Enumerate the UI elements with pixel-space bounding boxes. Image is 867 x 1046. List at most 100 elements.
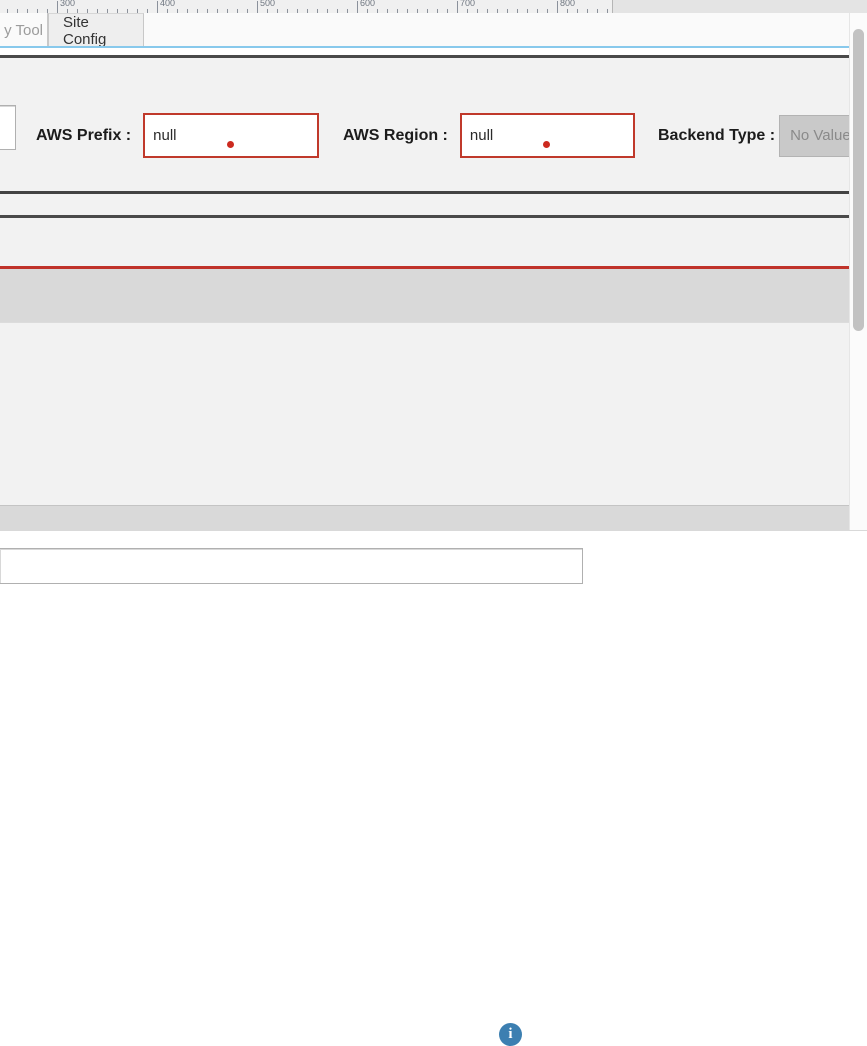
ruler-label: 800 (560, 0, 576, 8)
ruler-minor-tick (507, 9, 508, 13)
ruler-minor-tick (107, 9, 108, 13)
ruler-minor-tick (387, 9, 388, 13)
ruler-minor-tick (127, 9, 128, 13)
ruler-minor-tick (187, 9, 188, 13)
ruler-minor-tick (447, 9, 448, 13)
ruler-major-tick (557, 1, 558, 13)
ruler-minor-tick (97, 9, 98, 13)
ruler-label: 700 (460, 0, 476, 8)
tab-list: y Tool Site Config (0, 13, 144, 48)
tab-y-tool[interactable]: y Tool (0, 13, 48, 47)
ruler-minor-tick (87, 9, 88, 13)
ruler-minor-tick (147, 9, 148, 13)
ruler-minor-tick (537, 9, 538, 13)
ruler-minor-tick (197, 9, 198, 13)
lower-area-divider (0, 322, 867, 323)
section-divider-lower (0, 215, 867, 218)
aws-region-label: AWS Region : (343, 126, 448, 144)
ruler-minor-tick (437, 9, 438, 13)
ruler-minor-tick (137, 9, 138, 13)
ruler-minor-tick (317, 9, 318, 13)
ruler-minor-tick (607, 9, 608, 13)
ruler-minor-tick (597, 9, 598, 13)
ruler-minor-tick (587, 9, 588, 13)
section-band-lower (0, 218, 867, 266)
ruler-major-tick (157, 1, 158, 13)
aws-prefix-label: AWS Prefix : (36, 126, 132, 144)
ruler-minor-tick (267, 9, 268, 13)
panel-top-divider (0, 55, 867, 58)
section-band-upper (0, 194, 867, 215)
aws-region-input[interactable]: null (459, 113, 635, 158)
ruler-label: 300 (60, 0, 76, 8)
ruler-minor-tick (567, 9, 568, 13)
ruler-minor-tick (407, 9, 408, 13)
aws-prefix-error-dot (227, 141, 235, 148)
backend-type-value: No Value (790, 127, 851, 144)
tab-strip: y Tool Site Config (0, 13, 867, 48)
ruler-minor-tick (367, 9, 368, 13)
footer-band: i (0, 505, 867, 1046)
ruler-minor-tick (217, 9, 218, 13)
bottom-text-input[interactable] (0, 548, 583, 584)
field-row-aws-prefix: AWS Prefix : null (36, 113, 320, 158)
ruler-minor-tick (427, 9, 428, 13)
field-row-backend-type: Backend Type : No Value (658, 113, 867, 158)
ruler-minor-tick (277, 9, 278, 13)
aws-prefix-value: null (153, 127, 177, 144)
ruler-minor-tick (77, 9, 78, 13)
ruler-minor-tick (487, 9, 488, 13)
ruler-minor-tick (7, 9, 8, 13)
ruler-minor-tick (117, 9, 118, 13)
lower-content-area (0, 322, 867, 530)
error-divider-line (0, 266, 867, 269)
ruler-minor-tick (167, 9, 168, 13)
info-icon-glyph: i (508, 1026, 513, 1042)
ruler-minor-tick (17, 9, 18, 13)
tab-active-underline (0, 46, 867, 48)
site-config-form-panel: AWS Prefix : null AWS Region : null Back… (0, 58, 867, 192)
ruler-minor-tick (307, 9, 308, 13)
partial-left-input[interactable] (0, 105, 16, 150)
section-divider-upper (0, 191, 867, 194)
ruler-minor-tick (37, 9, 38, 13)
ruler-major-tick (457, 1, 458, 13)
ruler-label: 400 (160, 0, 176, 8)
ruler-minor-tick (207, 9, 208, 13)
ruler-major-tick (57, 1, 58, 13)
ruler-minor-tick (417, 9, 418, 13)
ruler-label: 500 (260, 0, 276, 8)
tab-y-tool-label: y Tool (4, 21, 43, 39)
ruler-minor-tick (227, 9, 228, 13)
ruler-minor-tick (347, 9, 348, 13)
tab-site-config[interactable]: Site Config (48, 13, 144, 48)
vertical-scrollbar-thumb[interactable] (853, 29, 864, 331)
ruler-minor-tick (27, 9, 28, 13)
ruler-inactive-region (612, 0, 867, 13)
ruler-minor-tick (397, 9, 398, 13)
ruler-minor-tick (177, 9, 178, 13)
aws-region-error-dot (542, 141, 550, 148)
ruler-minor-tick (517, 9, 518, 13)
ruler-minor-tick (497, 9, 498, 13)
backend-type-label: Backend Type : (658, 126, 776, 144)
field-row-aws-region: AWS Region : null (343, 113, 635, 158)
ruler-minor-tick (377, 9, 378, 13)
ruler-minor-tick (527, 9, 528, 13)
ruler-minor-tick (337, 9, 338, 13)
ruler-minor-tick (577, 9, 578, 13)
info-icon[interactable]: i (499, 1023, 522, 1046)
ruler-minor-tick (467, 9, 468, 13)
ruler-minor-tick (327, 9, 328, 13)
aws-region-value: null (469, 127, 494, 144)
ruler-minor-tick (477, 9, 478, 13)
aws-prefix-input[interactable]: null (143, 113, 320, 158)
vertical-scrollbar-track[interactable] (849, 13, 867, 530)
tab-site-config-label: Site Config (63, 13, 107, 48)
ruler-minor-tick (297, 9, 298, 13)
ruler-major-tick (257, 1, 258, 13)
ruler-minor-tick (47, 9, 48, 13)
ruler-minor-tick (237, 9, 238, 13)
ruler-major-tick (357, 1, 358, 13)
ruler-minor-tick (547, 9, 548, 13)
